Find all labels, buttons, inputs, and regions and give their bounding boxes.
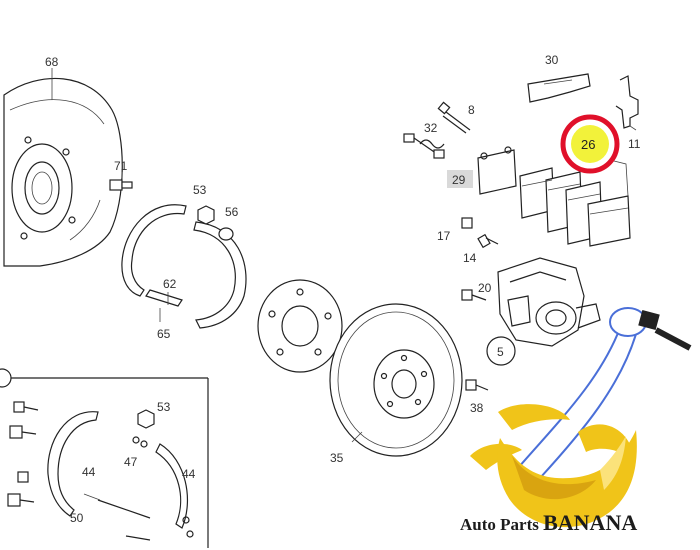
arm-bolt	[654, 327, 692, 351]
callout-56: 56	[225, 205, 239, 219]
callout-30: 30	[545, 53, 559, 67]
adjuster-53-56	[197, 205, 234, 241]
banana-peel-left	[470, 443, 522, 470]
callout-29-label: 29	[452, 173, 466, 187]
shim-plate-29	[477, 146, 517, 195]
banana-shadow	[512, 456, 596, 500]
banana-logo-icon: Auto Parts BANANA	[460, 307, 692, 535]
highlight-fill	[571, 125, 609, 163]
clip-11	[615, 75, 639, 131]
callout-29: 29	[447, 170, 473, 188]
backing-plate-68	[3, 68, 123, 267]
callout-53-inset: 53	[157, 400, 171, 414]
callout-20: 20	[478, 281, 492, 295]
callout-29-box	[447, 170, 473, 188]
callout-44-a: 44	[82, 465, 96, 479]
bolt-20	[461, 289, 487, 301]
callout-62: 62	[163, 277, 177, 291]
parking-brake-shoe	[121, 204, 247, 329]
bolt-71	[109, 172, 133, 191]
callout-5-circle	[486, 336, 516, 366]
red-circle-marker	[560, 114, 620, 174]
arm-stud	[638, 309, 660, 331]
callout-32: 32	[424, 121, 438, 135]
callout-53-top: 53	[193, 183, 207, 197]
callout-35: 35	[330, 451, 344, 465]
spring-30	[527, 73, 591, 103]
brake-pads-26	[519, 159, 631, 247]
bleeder-17-14	[461, 217, 499, 249]
callout-17: 17	[437, 229, 451, 243]
banana-fruit	[497, 430, 637, 528]
callout-labels: 68 71 53 56 62 65 8 32 29 30 26 11 17 14…	[45, 53, 641, 525]
banana-peel-back	[498, 404, 570, 430]
banana-highlight	[600, 436, 626, 490]
brake-disc-35	[329, 303, 463, 457]
callout-26-highlight: 26	[560, 114, 620, 174]
brand-name: Auto Parts BANANA	[460, 510, 637, 535]
callout-68: 68	[45, 55, 59, 69]
brake-caliper	[497, 257, 601, 347]
callout-8: 8	[468, 103, 475, 117]
callout-11: 11	[628, 137, 641, 151]
callout-5-label: 5	[497, 345, 504, 359]
callout-44-b: 44	[182, 467, 196, 481]
callout-26: 26	[581, 137, 595, 152]
parking-brake-inset	[0, 368, 209, 548]
callout-38: 38	[470, 401, 484, 415]
brand-prefix: Auto Parts	[460, 515, 543, 534]
wheel-hub	[257, 279, 343, 373]
bolt-8	[437, 101, 471, 134]
callout-71: 71	[114, 159, 128, 173]
callout-65: 65	[157, 327, 171, 341]
callout-47: 47	[124, 455, 138, 469]
callout-50: 50	[70, 511, 84, 525]
callout-14: 14	[463, 251, 477, 265]
callout-5: 5	[486, 336, 516, 366]
bolt-38	[465, 379, 489, 391]
brand-suffix: BANANA	[543, 510, 637, 535]
pin-32	[403, 133, 445, 159]
